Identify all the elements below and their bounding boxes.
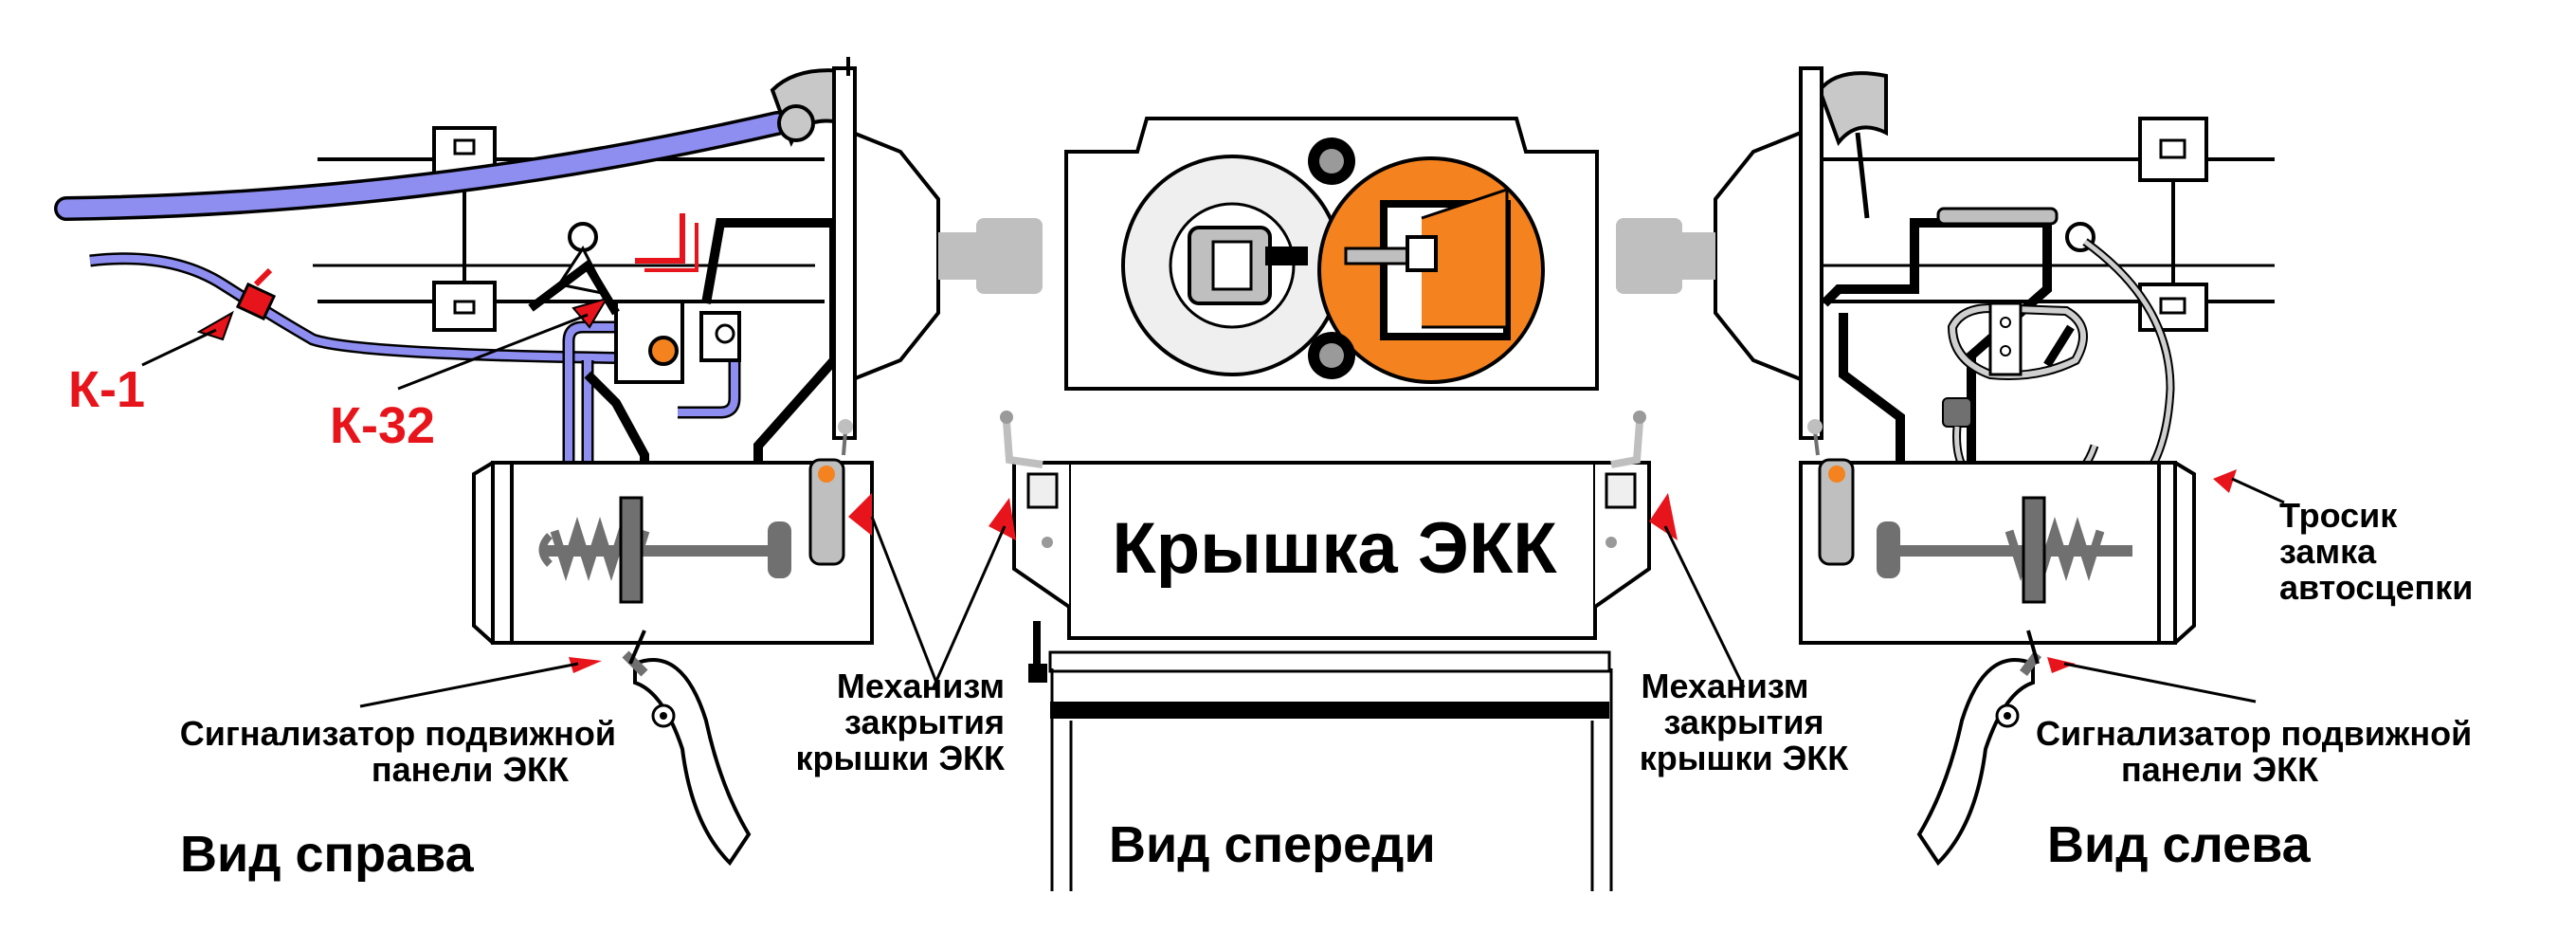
label-line: Сигнализатор подвижной: [2036, 714, 2473, 753]
label-k1: К-1: [68, 361, 145, 418]
label-line: панели ЭКК: [2121, 750, 2319, 789]
label-line: автосцепки: [2279, 568, 2474, 607]
label-line: замка: [2279, 532, 2377, 571]
label-line: закрытия: [844, 703, 1005, 741]
view-front-drawing: [932, 117, 1746, 891]
label-mechanism-left: Механизм закрытия крышки ЭКК: [1625, 668, 1862, 776]
label-k32: К-32: [330, 397, 436, 454]
signal-lever-left: [1916, 658, 2035, 867]
coupler-head: [976, 218, 1043, 294]
label-line: Сигнализатор подвижной: [179, 714, 616, 753]
label-line: Механизм: [1641, 667, 1809, 705]
label-line: закрытия: [1663, 703, 1824, 741]
rail-bracket: [2138, 117, 2208, 182]
label-line: крышки ЭКК: [795, 739, 1005, 777]
valve-k32: [614, 300, 684, 384]
label-line: крышки ЭКК: [1639, 739, 1849, 777]
coupler-cone: [851, 130, 940, 382]
cover-title: Крышка ЭКК: [1112, 508, 1557, 589]
label-signal-left: Сигнализатор подвижной панели ЭКК: [2036, 716, 2472, 788]
label-mechanism-right: Механизм закрытия крышки ЭКК: [787, 668, 1005, 776]
label-line: Тросик: [2279, 496, 2398, 535]
air-hose: [54, 111, 789, 221]
label-signal-right: Сигнализатор подвижной панели ЭКК: [114, 716, 616, 788]
view-right-caption: Вид справа: [180, 826, 474, 883]
label-line: Механизм: [836, 667, 1005, 705]
label-line: панели ЭКК: [371, 750, 569, 789]
view-left-drawing: [1616, 66, 2285, 867]
signal-lever-right: [633, 658, 752, 867]
view-left-caption: Вид слева: [2047, 816, 2311, 873]
view-right-drawing: [54, 57, 1043, 867]
valve-k1: [235, 282, 277, 321]
label-cable: Тросик замка автосцепки: [2279, 498, 2473, 606]
view-front-caption: Вид спереди: [1109, 816, 1436, 873]
ekk-cover: [1067, 461, 1597, 640]
